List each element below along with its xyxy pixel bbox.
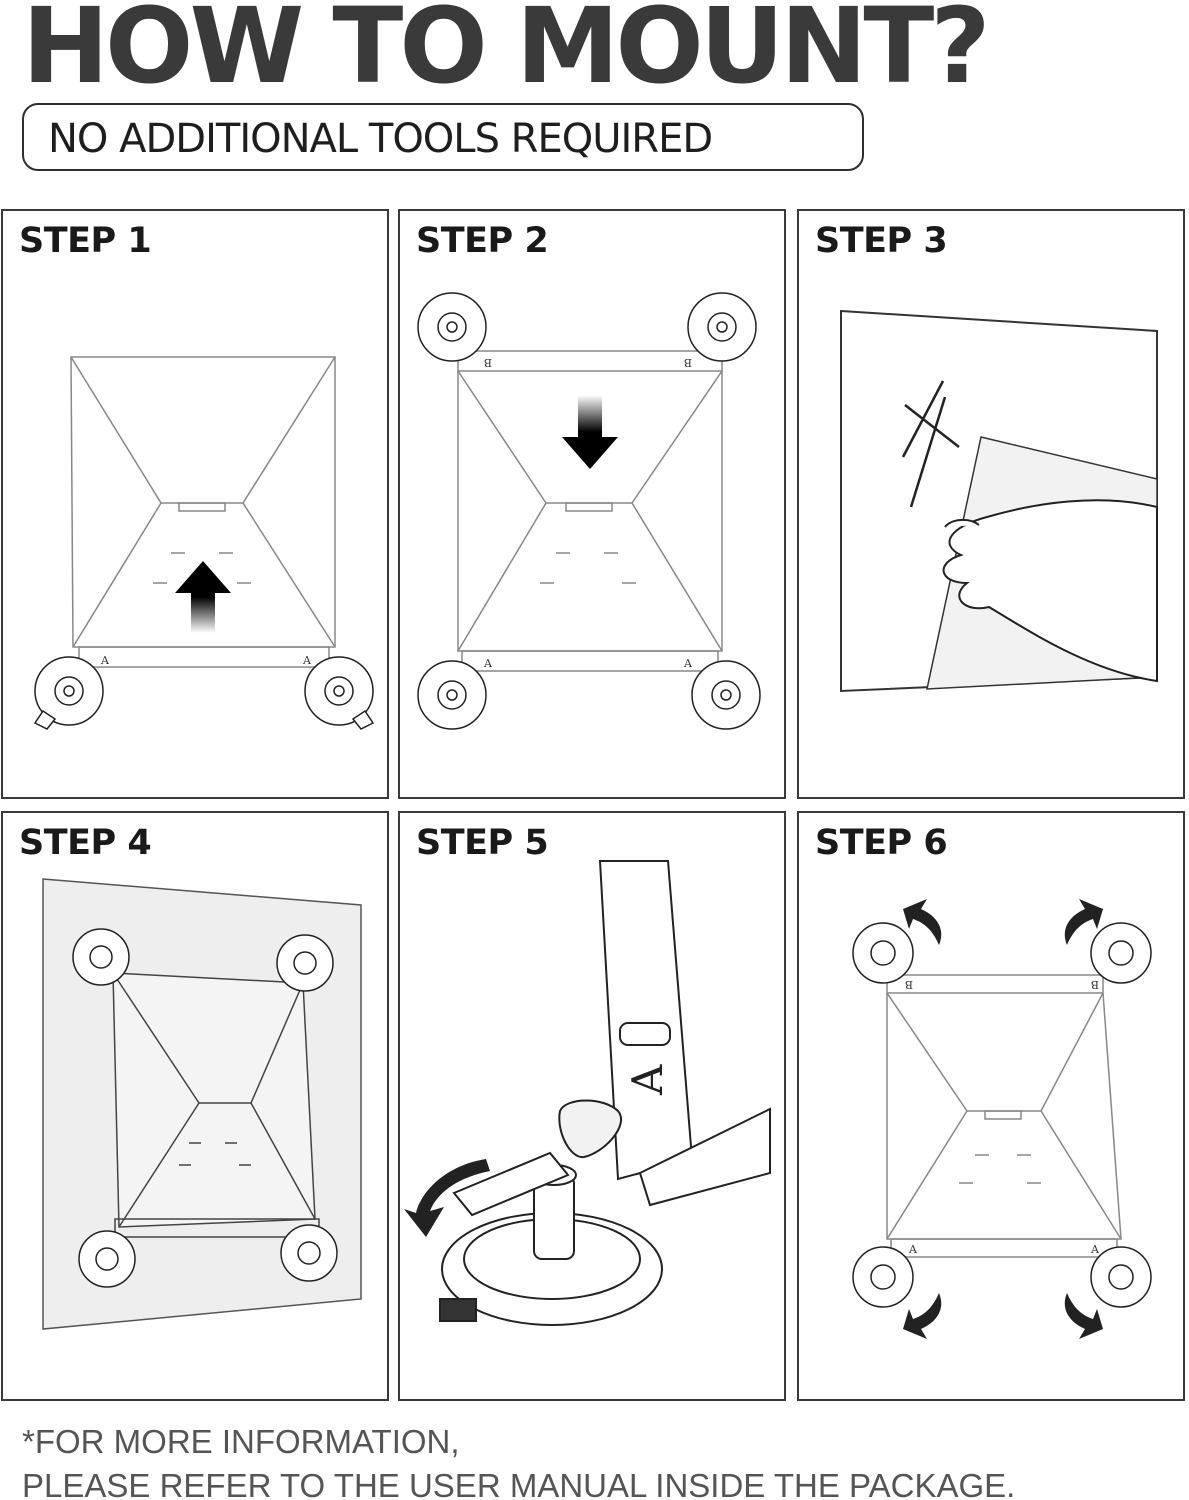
step-1-illustration: A A: [33, 356, 375, 730]
suction-cup-icon: [417, 292, 761, 730]
rotate-arrow-icon: [903, 899, 1103, 1339]
label-a-left: A: [483, 657, 493, 670]
footnote-line-2: PLEASE REFER TO THE USER MANUAL INSIDE T…: [22, 1467, 1016, 1500]
label-a-right: A: [683, 657, 693, 670]
step-6-panel: STEP 6 B B A A: [797, 811, 1185, 1401]
up-arrow-icon: [175, 561, 231, 633]
step-2-illustration: B B A A: [417, 292, 761, 730]
suction-cup-icon: [72, 928, 338, 1288]
page-title: HOW TO MOUNT?: [22, 0, 991, 107]
suction-cup-icon: [439, 1099, 663, 1326]
rotate-arrow-icon: [404, 1159, 490, 1237]
footnote-line-1: *FOR MORE INFORMATION,: [22, 1423, 460, 1460]
label-a-left: A: [100, 654, 110, 667]
step-3-title: STEP 3: [815, 221, 948, 261]
step-1-title: STEP 1: [19, 221, 152, 261]
subtitle-badge: NO ADDITIONAL TOOLS REQUIRED: [22, 103, 864, 171]
label-b-right: B: [684, 356, 692, 369]
suction-cup-icon: [852, 922, 1152, 1308]
label-a: A: [623, 1064, 672, 1096]
step-4-title: STEP 4: [19, 823, 152, 863]
step-1-panel: STEP 1 A A: [1, 209, 389, 799]
step-6-title: STEP 6: [815, 823, 948, 863]
label-b-left: B: [484, 356, 492, 369]
footnote: *FOR MORE INFORMATION, PLEASE REFER TO T…: [22, 1420, 1015, 1500]
step-2-title: STEP 2: [416, 221, 549, 261]
label-a-left: A: [908, 1243, 918, 1256]
step-4-panel: STEP 4: [1, 811, 389, 1401]
mount-arm: [598, 860, 771, 1207]
wipe-marks: [901, 380, 960, 508]
subtitle-text: NO ADDITIONAL TOOLS REQUIRED: [48, 116, 713, 162]
suction-cup-icon: [33, 656, 375, 730]
label-b-left: B: [905, 978, 913, 991]
step-5-panel: STEP 5 A: [398, 811, 786, 1401]
down-arrow-icon: [562, 395, 618, 469]
step-5-illustration: A: [404, 860, 771, 1326]
step-4-illustration: [42, 878, 362, 1330]
label-a-right: A: [302, 654, 312, 667]
step-2-panel: STEP 2 B B A A: [398, 209, 786, 799]
step-3-panel: STEP 3: [797, 209, 1185, 799]
step-3-illustration: [840, 309, 1158, 693]
label-a-right: A: [1090, 1243, 1100, 1256]
step-5-title: STEP 5: [416, 823, 549, 863]
step-6-illustration: B B A A: [852, 899, 1152, 1339]
label-b-right: B: [1091, 978, 1099, 991]
hand-icon: [942, 499, 1158, 683]
